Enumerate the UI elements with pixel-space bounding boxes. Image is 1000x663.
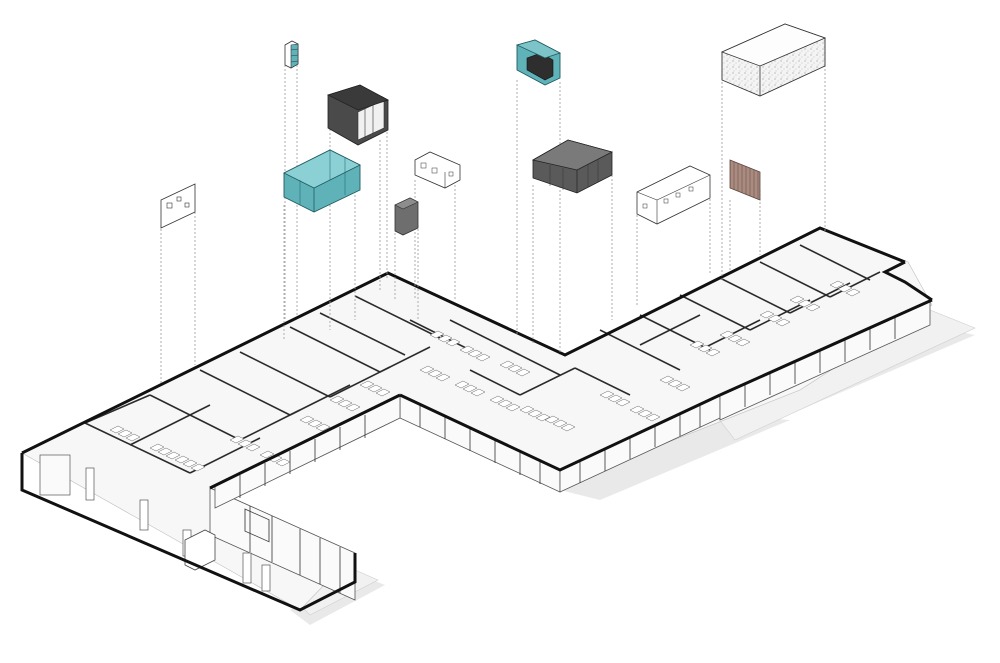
desk bbox=[499, 360, 515, 369]
dark-open-booth bbox=[326, 84, 390, 146]
desk bbox=[560, 423, 576, 432]
window-mullions bbox=[239, 316, 896, 593]
desk bbox=[329, 395, 345, 404]
desk bbox=[767, 314, 783, 323]
desk bbox=[275, 458, 291, 467]
desk bbox=[237, 439, 253, 448]
desk bbox=[429, 330, 445, 339]
desk bbox=[337, 399, 353, 408]
desk bbox=[427, 369, 443, 378]
desk bbox=[419, 365, 435, 374]
desk bbox=[470, 388, 486, 397]
desk bbox=[109, 425, 125, 434]
desk bbox=[125, 433, 141, 442]
desk bbox=[675, 383, 691, 392]
desk bbox=[454, 380, 470, 389]
desk bbox=[775, 318, 791, 327]
desk bbox=[697, 344, 713, 353]
desk bbox=[507, 364, 523, 373]
tall-thin-teal-shelf bbox=[284, 40, 299, 69]
white-panel-left bbox=[160, 183, 196, 229]
desk bbox=[837, 284, 853, 293]
desk bbox=[735, 338, 751, 347]
desk bbox=[467, 349, 483, 358]
desk bbox=[307, 419, 323, 428]
desk bbox=[435, 373, 451, 382]
workstations bbox=[109, 280, 861, 472]
desk bbox=[544, 415, 560, 424]
desk bbox=[117, 429, 133, 438]
desk bbox=[190, 463, 206, 472]
desk bbox=[462, 384, 478, 393]
desk bbox=[705, 348, 721, 357]
textured-block bbox=[720, 23, 827, 97]
desk bbox=[345, 403, 361, 412]
desk bbox=[165, 451, 181, 460]
white-panel-box-right bbox=[636, 165, 711, 225]
desk bbox=[505, 403, 521, 412]
desk bbox=[689, 340, 705, 349]
desk bbox=[445, 338, 461, 347]
desk bbox=[375, 388, 391, 397]
desk bbox=[805, 303, 821, 312]
desk bbox=[157, 447, 173, 456]
desk bbox=[645, 413, 661, 422]
desk bbox=[259, 450, 275, 459]
desk bbox=[149, 443, 165, 452]
desk bbox=[182, 459, 198, 468]
desk bbox=[719, 330, 735, 339]
desk bbox=[552, 419, 568, 428]
desk bbox=[789, 295, 805, 304]
teal-frame-booth bbox=[515, 39, 562, 86]
desk bbox=[629, 405, 645, 414]
desk bbox=[519, 405, 535, 414]
timber-panel bbox=[729, 159, 761, 201]
desk bbox=[797, 299, 813, 308]
exterior-walls bbox=[20, 226, 933, 612]
desk bbox=[174, 455, 190, 464]
desk bbox=[367, 384, 383, 393]
desk bbox=[637, 409, 653, 418]
small-grey-cabinet bbox=[394, 197, 419, 236]
open-hall bbox=[39, 454, 271, 592]
teal-glass-room bbox=[283, 149, 361, 213]
desk bbox=[229, 435, 245, 444]
desk bbox=[535, 413, 551, 422]
white-panel-box-center bbox=[414, 151, 461, 189]
desk bbox=[759, 310, 775, 319]
desk bbox=[359, 380, 375, 389]
desk bbox=[727, 334, 743, 343]
desk bbox=[497, 399, 513, 408]
desk bbox=[527, 409, 543, 418]
desk bbox=[515, 368, 531, 377]
desk bbox=[315, 423, 331, 432]
desk bbox=[475, 353, 491, 362]
floor-slab bbox=[21, 227, 933, 611]
dark-storage-block bbox=[531, 139, 614, 194]
desk bbox=[829, 280, 845, 289]
desk bbox=[615, 398, 631, 407]
desk bbox=[607, 394, 623, 403]
desk bbox=[489, 395, 505, 404]
desk bbox=[599, 390, 615, 399]
desk bbox=[459, 345, 475, 354]
desk bbox=[437, 334, 453, 343]
desk bbox=[845, 288, 861, 297]
desk bbox=[667, 379, 683, 388]
desk bbox=[299, 415, 315, 424]
desk bbox=[659, 375, 675, 384]
desk bbox=[245, 443, 261, 452]
